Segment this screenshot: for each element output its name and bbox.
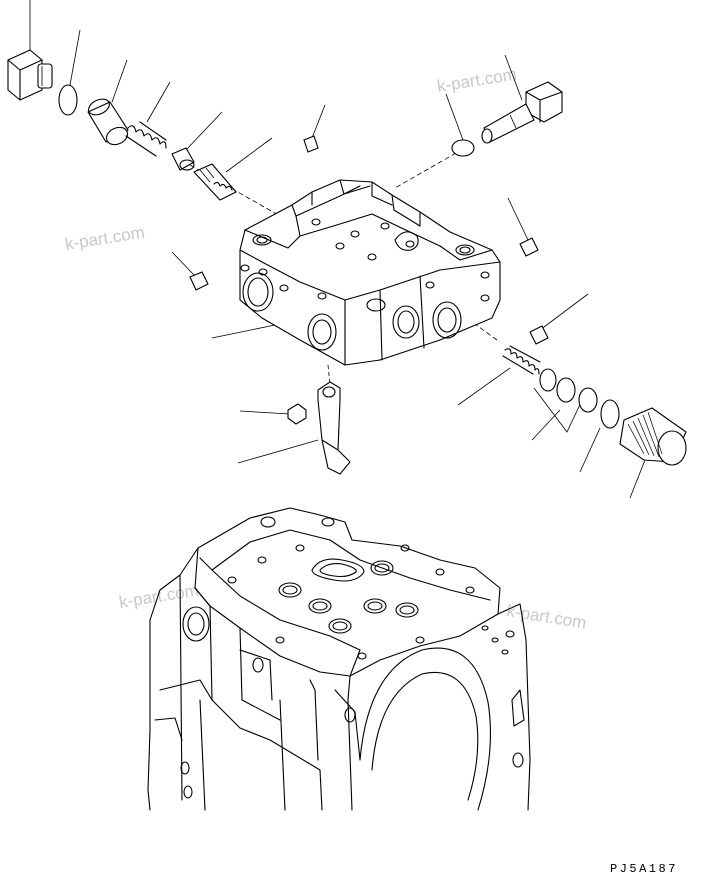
plug-top-right	[481, 81, 563, 144]
spring-left	[125, 121, 167, 157]
plug-left	[7, 49, 53, 101]
washer-1	[539, 368, 557, 392]
washer-2	[556, 377, 576, 403]
plug-right	[619, 407, 687, 466]
drawing-code: PJ5A187	[610, 862, 678, 876]
collar	[171, 147, 195, 171]
small-plug-left	[189, 271, 209, 291]
o-ring-right	[600, 399, 620, 429]
spool	[193, 163, 237, 201]
small-plug-right-lower	[529, 325, 549, 345]
cap-small	[287, 403, 307, 425]
o-ring-left	[58, 84, 78, 116]
watermark-3: k-part.com	[118, 581, 200, 612]
valve-body	[239, 179, 501, 366]
lever-arm	[317, 381, 351, 475]
small-plug-top	[303, 135, 319, 153]
watermark-1: k-part.com	[436, 65, 518, 96]
small-plug-right	[519, 237, 539, 257]
watermark-4: k-part.com	[505, 601, 587, 632]
spring-right	[502, 345, 541, 375]
watermark-2: k-part.com	[64, 223, 146, 254]
pump-housing	[147, 507, 531, 811]
o-ring-top-right	[451, 139, 475, 157]
washer-3	[578, 387, 598, 413]
sleeve	[87, 98, 129, 146]
